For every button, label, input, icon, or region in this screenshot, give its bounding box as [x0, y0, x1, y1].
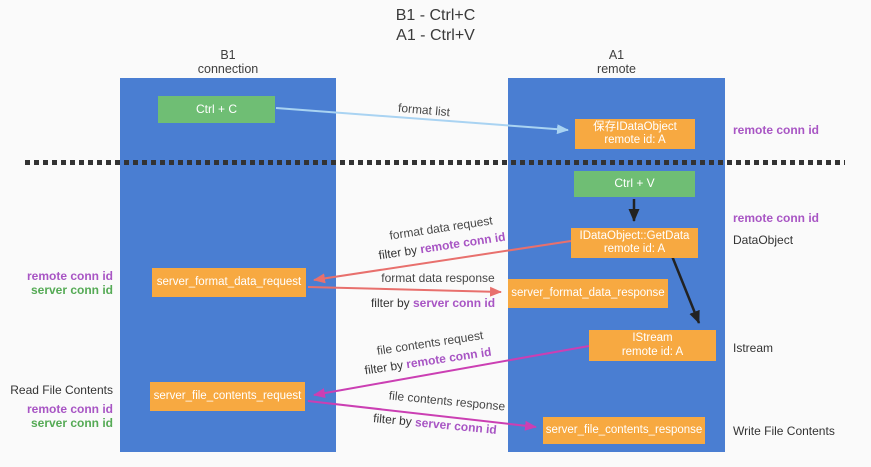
- ctrl-v-label: Ctrl + V: [614, 176, 655, 191]
- getdata-line1: IDataObject::GetData: [579, 229, 690, 242]
- left-server-conn-id-annotation-2: server conn id: [30, 416, 113, 430]
- left-lifeline-header: B1 connection: [120, 48, 336, 76]
- server-conn-id-text: server conn id: [414, 415, 498, 437]
- save-dataobject-node: 保存IDataObject remote id: A: [575, 119, 695, 149]
- right-lifeline-subtitle: remote: [597, 62, 636, 76]
- dataobject-annotation: DataObject: [733, 233, 794, 247]
- format-data-response-filter-label: filter by server conn id: [371, 296, 495, 310]
- write-file-contents-annotation: Write File Contents: [733, 424, 835, 438]
- server-format-data-request-node: server_format_data_request: [152, 268, 306, 297]
- left-server-conn-id-annotation-1: server conn id: [30, 283, 113, 297]
- format-data-response-label: format data response: [381, 271, 495, 285]
- file-contents-response-filter-label: filter by server conn id: [373, 411, 498, 437]
- server-format-data-response-node: server_format_data_response: [508, 279, 668, 308]
- server-conn-id-text: server conn id: [412, 296, 496, 310]
- ctrl-v-node: Ctrl + V: [574, 171, 695, 197]
- server-file-contents-response-label: server_file_contents_response: [545, 423, 703, 436]
- filter-by-text: filter by: [377, 242, 422, 263]
- istream-line1: IStream: [632, 332, 673, 344]
- read-file-contents-annotation: Read File Contents: [10, 383, 113, 397]
- session-divider-line: [25, 160, 845, 165]
- format-list-label: format list: [397, 100, 451, 120]
- server-file-contents-response-node: server_file_contents_response: [543, 417, 705, 444]
- left-remote-conn-id-annotation-1: remote conn id: [26, 269, 113, 283]
- right-lifeline-header: A1 remote: [508, 48, 725, 76]
- server-format-data-request-label: server_format_data_request: [156, 275, 302, 288]
- right-remote-conn-id-annotation-2: remote conn id: [733, 211, 820, 225]
- getdata-line2: remote id: A: [603, 243, 666, 255]
- filter-by-text: filter by: [372, 411, 416, 430]
- save-dataobject-line1: 保存IDataObject: [593, 120, 677, 133]
- left-remote-conn-id-annotation-2: remote conn id: [26, 402, 113, 416]
- filter-by-text: filter by: [370, 296, 413, 310]
- file-contents-response-label: file contents response: [388, 388, 506, 414]
- ctrl-c-node: Ctrl + C: [158, 96, 275, 123]
- title-line-2: A1 - Ctrl+V: [396, 27, 475, 44]
- server-file-contents-request-label: server_file_contents_request: [153, 389, 302, 402]
- getdata-node: IDataObject::GetData remote id: A: [571, 228, 698, 258]
- istream-line2: remote id: A: [621, 345, 684, 358]
- format-data-response-arrow: [307, 286, 502, 297]
- save-dataobject-line2: remote id: A: [604, 134, 666, 146]
- istream-node: IStream remote id: A: [589, 330, 716, 361]
- ctrl-c-label: Ctrl + C: [195, 101, 237, 116]
- title-line-1: B1 - Ctrl+C: [395, 7, 476, 24]
- right-remote-conn-id-annotation-1: remote conn id: [733, 123, 820, 137]
- filter-by-text: filter by: [363, 357, 408, 378]
- istream-annotation: Istream: [733, 341, 774, 355]
- right-lifeline-title: A1: [608, 48, 625, 62]
- server-format-data-response-label: server_format_data_response: [511, 286, 665, 299]
- left-lifeline-subtitle: connection: [197, 62, 259, 76]
- server-file-contents-request-node: server_file_contents_request: [150, 382, 305, 411]
- left-lifeline-title: B1: [220, 48, 236, 62]
